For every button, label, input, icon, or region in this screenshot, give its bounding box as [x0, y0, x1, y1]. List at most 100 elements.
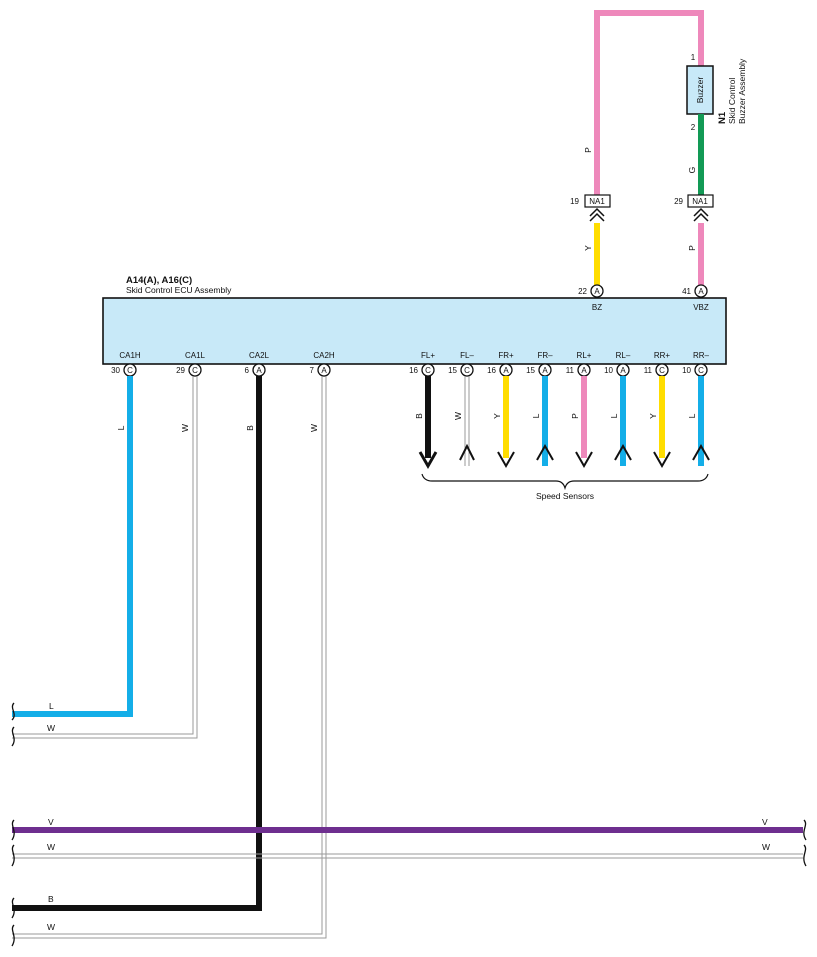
- pin-num: 29: [176, 366, 185, 375]
- ecu-pin-ca1h: CA1H C 30: [111, 351, 141, 377]
- ecu-pin-ca2h: CA2H A 7: [310, 351, 335, 377]
- wire-ca2h-b: [12, 376, 327, 939]
- wire-color-label: Y: [648, 413, 658, 419]
- break-mark: [803, 844, 807, 867]
- pin-conn: C: [192, 366, 198, 375]
- pin-name: CA2L: [249, 351, 270, 360]
- wire-ca1l-b: [12, 376, 198, 739]
- wire-color-label: W: [180, 424, 190, 432]
- pin-num: 6: [245, 366, 250, 375]
- wire-color-label: L: [609, 413, 619, 418]
- break-mark: [11, 897, 15, 919]
- pin-conn: C: [659, 366, 665, 375]
- junction-na1-right: [687, 194, 714, 208]
- chevron-right-2: [693, 212, 709, 222]
- arrow-down-icon: [497, 451, 515, 469]
- wire-color-label-w1-left: W: [47, 723, 55, 733]
- buzzer-pin1: 1: [691, 53, 696, 62]
- pin-num: 10: [604, 366, 613, 375]
- wire-color-label: W: [453, 412, 463, 420]
- wire-color-label: Y: [492, 413, 502, 419]
- pin-name: BZ: [592, 303, 602, 312]
- pin-circle: [694, 284, 708, 298]
- pin-circle: [590, 284, 604, 298]
- break-marks-left: [11, 702, 15, 947]
- pin-name: FL+: [421, 351, 435, 360]
- wire-color-label-w2-left: W: [47, 842, 55, 852]
- wire-color-label: L: [531, 413, 541, 418]
- ecu-pin-rl-plus: RL+ A 11: [566, 351, 592, 377]
- ecu-box: [102, 297, 727, 365]
- ecu-top-pin-bz: A 22 BZ: [578, 284, 604, 312]
- arrow-up-icon: [614, 443, 632, 461]
- arrow-up-icon: [536, 443, 554, 461]
- wire-color-label-p-left: P: [583, 147, 593, 153]
- wire-color-label: B: [245, 425, 255, 431]
- arrow-down-icon: [418, 451, 438, 470]
- pin-name: FR–: [537, 351, 553, 360]
- pin-name: RL–: [616, 351, 631, 360]
- pin-name: RR+: [654, 351, 671, 360]
- wire-color-label-v-left: V: [48, 817, 54, 827]
- wire-color-label-w2-right: W: [762, 842, 770, 852]
- ecu-pin-rl-minus: RL– A 10: [604, 351, 631, 377]
- pin-name: CA2H: [313, 351, 335, 360]
- pink-loop-wire: [594, 10, 704, 196]
- pin-circle: [188, 363, 202, 377]
- pin-conn: A: [620, 366, 626, 375]
- break-mark: [803, 819, 807, 841]
- wire-ca1l-a: [12, 376, 194, 735]
- pin-num: 16: [487, 366, 496, 375]
- buzzer-name-line1: Skid Control: [727, 78, 737, 124]
- pin-conn: A: [256, 366, 262, 375]
- pin-name: CA1H: [119, 351, 141, 360]
- break-mark: [11, 924, 15, 947]
- wire-color-label-w3-left: W: [47, 922, 55, 932]
- ecu-top-pin-vbz: A 41 VBZ: [682, 284, 709, 312]
- ecu-pin-rr-plus: RR+ C 11: [644, 351, 671, 377]
- pin-conn: A: [698, 287, 704, 296]
- buzzer-ref: N1: [717, 111, 728, 124]
- wire-color-label-g: G: [687, 167, 697, 174]
- wire-color-label: B: [414, 413, 424, 419]
- pin-num: 22: [578, 287, 587, 296]
- pin-num: 7: [310, 366, 315, 375]
- ecu-name: Skid Control ECU Assembly: [126, 285, 232, 295]
- pin-conn: C: [425, 366, 431, 375]
- chevron-right-1: [693, 207, 709, 217]
- pin-num: 10: [682, 366, 691, 375]
- junction-na1-right-label: NA1: [692, 197, 708, 206]
- wire-ca2l: [12, 376, 262, 911]
- wire-color-label-y-bz: Y: [583, 245, 593, 251]
- pin-conn: C: [464, 366, 470, 375]
- pin-name: RR–: [693, 351, 710, 360]
- pin-name: VBZ: [693, 303, 709, 312]
- ecu-pin-ca2l: CA2L A 6: [245, 351, 270, 377]
- wire-color-label: L: [116, 425, 126, 430]
- arrow-down-icon: [653, 451, 671, 469]
- pin-num: 16: [409, 366, 418, 375]
- wire-ca1h: [12, 376, 133, 717]
- junction-na1-left: [584, 194, 611, 208]
- wire-color-label: L: [687, 413, 697, 418]
- wire-ca2h-a: [12, 376, 323, 935]
- pin-num: 30: [111, 366, 120, 375]
- ecu-pin-ca1l: CA1L C 29: [176, 351, 206, 377]
- break-mark: [11, 844, 15, 867]
- chevron-left-1: [589, 207, 605, 217]
- wire-color-label-p-vbz: P: [687, 245, 697, 251]
- break-mark: [11, 726, 15, 747]
- pin-conn: A: [542, 366, 548, 375]
- ecu-pin-rr-minus: RR– C 10: [682, 351, 710, 377]
- pin-num: 41: [682, 287, 691, 296]
- wire-color-label-l-left: L: [49, 701, 54, 711]
- arrow-up-icon: [692, 443, 710, 461]
- buzzer-name-line2: Buzzer Assembly: [737, 58, 747, 124]
- buzzer-pin2: 2: [691, 123, 696, 132]
- wire-color-label: P: [570, 413, 580, 419]
- chevron-left-2: [589, 212, 605, 222]
- buzzer-label: Buzzer: [695, 77, 705, 104]
- pin-num: 11: [566, 366, 575, 375]
- pin-circle: [317, 363, 331, 377]
- break-mark: [11, 819, 15, 841]
